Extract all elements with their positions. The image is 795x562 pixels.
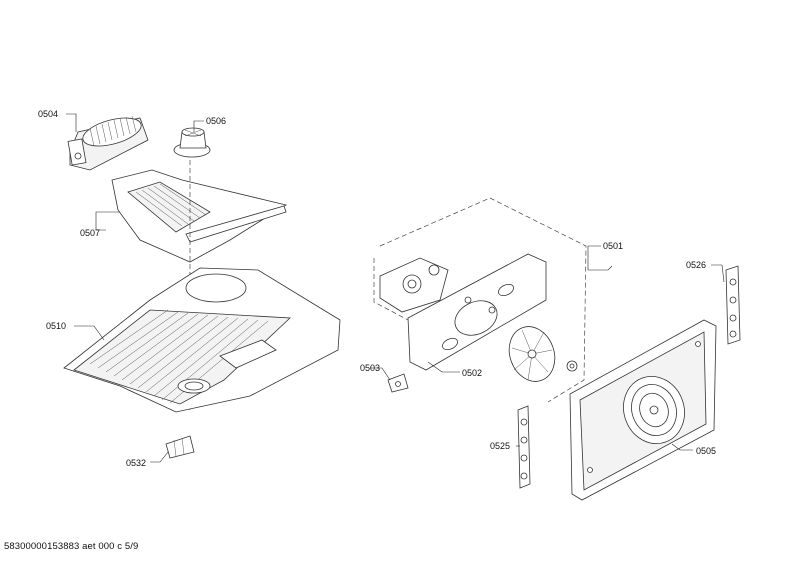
part-0502-rear-panel xyxy=(407,253,547,371)
part-0525-hinge-left xyxy=(517,405,531,489)
part-0504-blower-fan xyxy=(67,115,149,171)
callout-0502: 0502 xyxy=(462,368,482,378)
part-convection-fan-wheel xyxy=(508,326,578,382)
callout-0506: 0506 xyxy=(206,116,226,126)
part-motor-bracket xyxy=(379,257,449,313)
part-0510-base-tray xyxy=(63,267,341,413)
callout-0505: 0505 xyxy=(696,446,716,456)
document-id-footer: 58300000153883 aet 000 c 5/9 xyxy=(4,541,139,552)
leader-lines xyxy=(66,113,725,463)
callout-0532: 0532 xyxy=(126,458,146,468)
callout-0504: 0504 xyxy=(38,109,58,119)
part-0532-bracket xyxy=(165,435,195,459)
part-0501-rear-assembly-outline xyxy=(373,197,587,403)
callout-0501: 0501 xyxy=(603,241,623,251)
callout-0526: 0526 xyxy=(686,260,706,270)
part-0506-fan-cover xyxy=(173,127,211,158)
part-0505-cavity-rear-wall xyxy=(569,319,717,501)
callout-0525: 0525 xyxy=(490,441,510,451)
part-0526-hinge-right xyxy=(725,265,741,345)
callout-0510: 0510 xyxy=(46,321,66,331)
part-0503-clip xyxy=(387,373,409,393)
callout-0507: 0507 xyxy=(80,228,100,238)
part-0507-duct-plate xyxy=(111,169,288,263)
callout-0503: 0503 xyxy=(360,363,380,373)
